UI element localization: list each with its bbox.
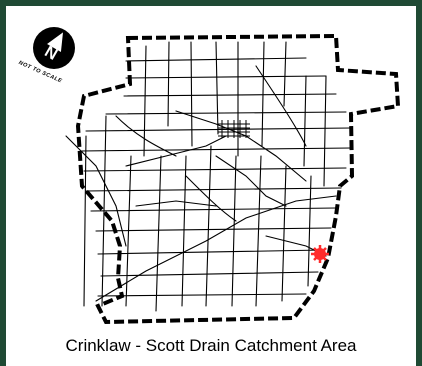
- city-boundary: [75, 33, 401, 325]
- city-map: [65, 33, 401, 325]
- downtown-grid: [218, 120, 250, 138]
- catchment-area-marker: [311, 245, 329, 263]
- map-panel: N NOT TO SCALE Crinklaw - Scott Drain Ca…: [6, 6, 416, 366]
- map-caption: Crinklaw - Scott Drain Catchment Area: [65, 336, 357, 355]
- north-arrow-icon: N: [33, 27, 75, 69]
- road-network: [65, 41, 352, 312]
